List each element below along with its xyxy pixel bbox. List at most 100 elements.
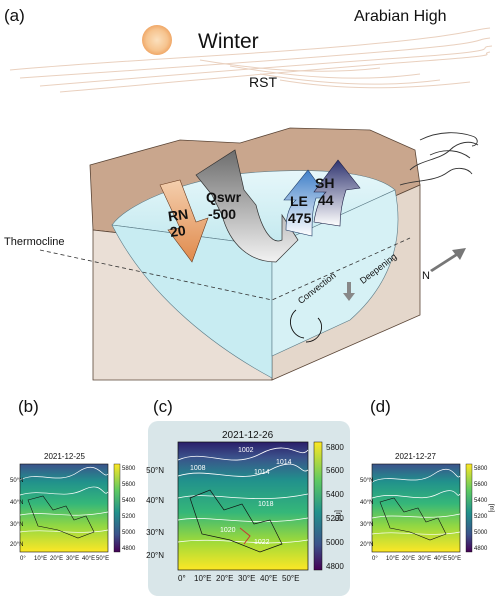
deepening-arrow [343,282,355,301]
tick-label: 30°E [66,556,79,562]
contour [19,511,109,516]
tick-label: 5600 [122,482,136,488]
tick-label: 5800 [326,443,344,452]
panel-a-label: (a) [4,6,25,25]
tick-label: [m] [334,510,343,521]
tick-label: 5000 [474,530,488,536]
tick-label: 30°N [146,528,164,537]
tick-label: 5200 [122,514,136,520]
tick-label: 5400 [474,498,488,504]
wind-streamlines [9,27,493,93]
tick-label: 40°N [10,500,23,506]
sea-front [111,224,273,379]
tick-label: 50°E [96,556,109,562]
contour [177,539,309,544]
contour [19,529,109,533]
tick-label: 5400 [122,498,136,504]
tick-label: 20°E [50,556,63,562]
qswr-flux-value: -500 [208,206,237,222]
pressure-system-label: Arabian High [354,8,447,25]
tick-label: 10°E [386,556,399,562]
tick-label: 1022 [254,539,270,546]
north-label: N [422,270,430,282]
tick-label: 40°E [260,574,277,583]
map-b: 50°N 40°N 30°N 20°N 0° 10°E 20°E 30°E 40… [10,463,136,562]
colorbar [465,463,473,553]
tick-label: 30°N [360,522,373,528]
wind-icon [399,132,479,186]
schematic-diagram [9,25,493,381]
tick-label: 50°E [448,556,461,562]
coastline [379,497,447,541]
tick-label: 20°N [360,542,373,548]
sh-flux-name: SH [315,175,335,191]
sun-icon [142,25,172,55]
tick-label: 40°E [434,556,447,562]
tick-label: 0° [178,574,186,583]
tick-label: 4800 [326,562,344,571]
map-d: 50°N 40°N 30°N 20°N 0° 10°E 20°E 30°E 40… [360,463,494,562]
tick-label: 30°E [238,574,255,583]
tick-label: 5800 [474,466,488,472]
tick-label: 5200 [474,514,488,520]
tick-label: 5200 [326,514,344,523]
wind-label: RST [249,74,277,90]
contour [19,486,109,496]
tick-label: 40°N [360,500,373,506]
tick-label: 20°N [146,551,164,560]
tick-label: 30°E [418,556,431,562]
map-b-date: 2021-12-25 [44,452,85,461]
tick-label: 0° [372,556,378,562]
map-c-date: 2021-12-26 [222,430,274,441]
le-flux-name: LE [290,193,308,209]
rn-flux-value: 20 [168,221,187,241]
contour [177,463,309,477]
tick-label: 1002 [238,447,254,454]
contour [177,447,309,461]
tick-label: 20°N [10,542,23,548]
coastline [27,495,95,539]
red-sea-marker [239,527,251,545]
coastline [189,489,283,553]
map-c: 1002 1014 1014 1008 1018 1020 1022 50°N … [146,441,344,583]
tick-label: 10°E [34,556,47,562]
map-b-field [19,463,109,553]
colorbar [113,463,121,553]
le-flux-arrow [283,169,329,237]
tick-label: 4800 [122,546,136,552]
tick-label: 1018 [258,501,274,508]
tick-label: 4800 [474,546,488,552]
tick-label: 1020 [220,527,236,534]
thermocline-label: Thermocline [4,236,65,248]
thermocline-line [39,237,411,301]
tick-label: 50°N [10,478,23,484]
rn-flux-name: RN [166,205,190,225]
tick-label: 5600 [474,482,488,488]
contour [371,468,461,483]
map-d-field [371,463,461,553]
tick-label: 5000 [122,530,136,536]
tick-label: [m] [488,504,494,513]
tick-label: 1014 [254,469,270,476]
tick-label: 40°E [82,556,95,562]
contour [371,531,461,535]
tick-label: 5800 [122,466,136,472]
tick-label: 5000 [326,538,344,547]
tick-label: 1008 [190,465,206,472]
panel-d-label: (d) [370,397,391,416]
contour [177,493,309,499]
north-arrow-icon [430,248,466,272]
tick-label: 50°E [282,574,299,583]
qswr-flux-name: Qswr [206,189,242,205]
contour [177,517,309,523]
tick-label: 5400 [326,490,344,499]
tick-label: 0° [20,556,26,562]
sh-flux-value: 44 [318,192,334,208]
contour [19,466,109,481]
tick-label: 10°E [194,574,211,583]
map-d-date: 2021-12-27 [395,452,436,461]
contour [371,490,461,499]
season-label: Winter [198,30,259,53]
panel-b-label: (b) [18,397,39,416]
tick-label: 20°E [216,574,233,583]
